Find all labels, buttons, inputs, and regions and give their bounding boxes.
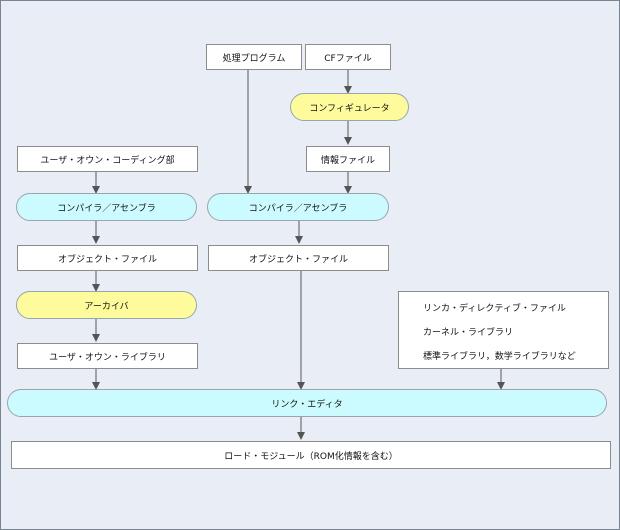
kernel-library-label: カーネル・ライブラリ: [423, 328, 514, 338]
load-module-node: ロード・モジュール（ROM化情報を含む）: [11, 441, 611, 469]
archiver-node: アーカイバ: [16, 291, 197, 319]
compiler-assembler-left-node: コンパイラ／アセンブラ: [16, 193, 197, 221]
object-file-mid-node: オブジェクト・ファイル: [208, 245, 389, 271]
link-editor-node: リンク・エディタ: [7, 389, 607, 417]
info-file-node: 情報ファイル: [306, 146, 390, 172]
user-own-library-node: ユーザ・オウン・ライブラリ: [17, 343, 198, 369]
object-file-left-node: オブジェクト・ファイル: [17, 245, 198, 271]
compiler-assembler-mid-node: コンパイラ／アセンブラ: [207, 193, 389, 221]
configurator-node: コンフィギュレータ: [290, 93, 409, 121]
standard-math-library-label: 標準ライブラリ，数学ライブラリなど: [423, 352, 576, 362]
user-own-coding-node: ユーザ・オウン・コーディング部: [17, 146, 198, 172]
processing-program-node: 処理プログラム: [206, 44, 302, 70]
libraries-node: リンカ・ディレクティブ・ファイル カーネル・ライブラリ 標準ライブラリ，数学ライ…: [398, 291, 609, 369]
linker-directive-file-label: リンカ・ディレクティブ・ファイル: [423, 304, 566, 314]
cf-file-node: CFファイル: [305, 44, 391, 70]
